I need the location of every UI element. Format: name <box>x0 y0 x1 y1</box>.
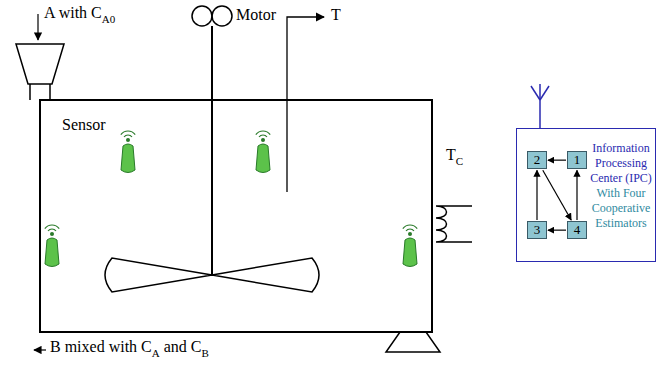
stream-label: Motor <box>236 6 276 24</box>
inlet-arrow <box>37 14 38 40</box>
signal-wave <box>403 225 417 229</box>
wireless-sensor <box>45 225 59 267</box>
label-text: A with C <box>44 4 102 22</box>
center-description: With Four Cooperative Estimators <box>589 186 653 231</box>
sensor-group <box>45 131 417 267</box>
data-flow-arrow <box>548 160 566 161</box>
stream-label: T <box>331 6 341 24</box>
data-flow-arrow <box>543 170 571 220</box>
signal-wave <box>259 135 267 137</box>
subscript: A0 <box>102 13 115 26</box>
signal-wave <box>45 225 59 229</box>
label-text: Motor <box>236 6 276 24</box>
stream-label: Sensor <box>62 116 106 134</box>
antenna <box>531 84 549 128</box>
sensor-tip <box>408 232 412 236</box>
sensor-tip <box>126 138 130 142</box>
sensor-body <box>256 144 270 173</box>
motor-symbol <box>192 6 232 26</box>
sensor-body <box>403 238 417 267</box>
estimator-box: 3 <box>527 221 547 239</box>
outlet-arrow <box>34 349 46 350</box>
sensor-tip <box>261 138 265 142</box>
estimator-box: 1 <box>567 151 587 169</box>
cooling-coil <box>436 206 472 242</box>
wireless-sensor <box>403 225 417 267</box>
data-flow-arrow <box>548 230 566 231</box>
subscript: B <box>202 347 209 360</box>
estimator-number: 4 <box>574 223 581 237</box>
sensor-body <box>121 144 135 173</box>
estimator-number: 3 <box>534 223 541 237</box>
wireless-sensor <box>256 131 270 173</box>
signal-wave <box>121 131 135 135</box>
stream-label: TC <box>446 146 463 164</box>
sensor-body <box>45 238 59 267</box>
outlet-funnel <box>386 332 440 352</box>
estimator-number: 1 <box>574 153 581 167</box>
text-column: Information Processing Center (IPC)With … <box>589 141 653 231</box>
data-flow-arrow <box>576 170 577 220</box>
processing-center-box: Information Processing Center (IPC)With … <box>516 128 656 262</box>
stream-label: A with CA0 <box>44 4 115 22</box>
stirrer-shaft <box>211 26 213 276</box>
signal-wave <box>124 135 132 137</box>
temperature-signal-line <box>287 17 324 192</box>
label-text: Sensor <box>62 116 106 134</box>
center-heading: Information Processing Center (IPC) <box>589 141 653 186</box>
signal-wave <box>406 229 414 231</box>
signal-wave <box>48 229 56 231</box>
label-text: and C <box>164 338 202 356</box>
tank-wall <box>40 100 432 332</box>
estimator-number: 2 <box>534 153 541 167</box>
label-text: T <box>331 6 341 24</box>
subscript: A <box>152 347 160 360</box>
inlet-funnel <box>16 44 64 100</box>
stream-label: B mixed with CAand CB <box>50 338 209 356</box>
label-text: T <box>446 146 456 164</box>
sensor-tip <box>50 232 54 236</box>
subscript: C <box>456 155 463 168</box>
estimator-box: 2 <box>527 151 547 169</box>
impeller <box>105 258 319 292</box>
wireless-sensor <box>121 131 135 173</box>
label-text: B mixed with C <box>50 338 152 356</box>
estimator-box: 4 <box>567 221 587 239</box>
signal-wave <box>256 131 270 135</box>
data-flow-arrow <box>536 170 537 220</box>
